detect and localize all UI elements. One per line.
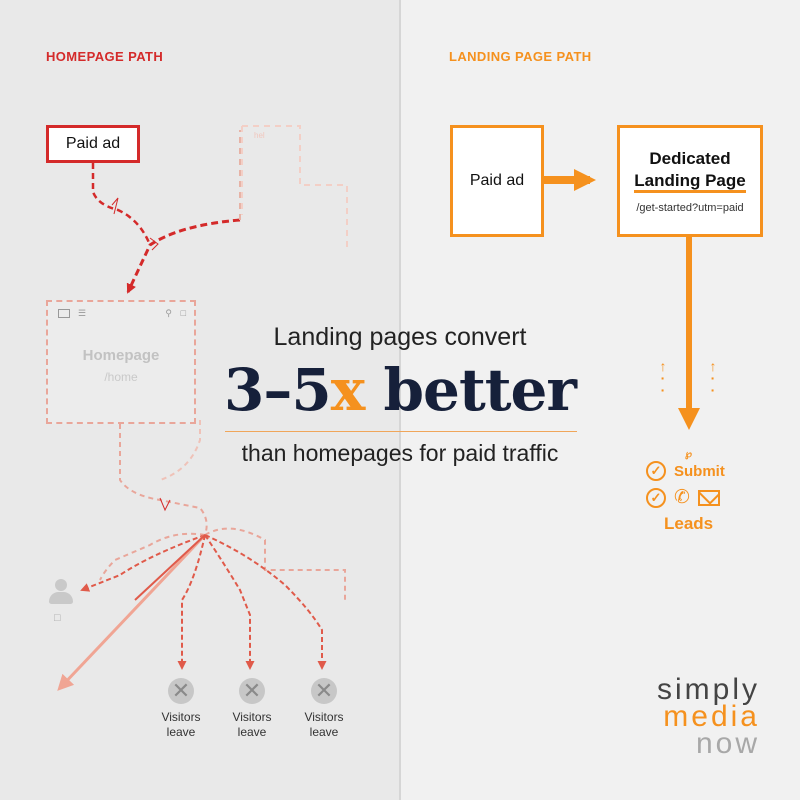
- bag-icon: □: [180, 308, 186, 318]
- submit-label: Submit: [674, 462, 725, 480]
- check-icon: ✓: [646, 487, 666, 508]
- user-icon: [46, 575, 76, 609]
- visitors-leave-3: ✕ Visitors leave: [294, 678, 354, 740]
- x-icon: ✕: [239, 678, 265, 704]
- panel-divider: [399, 0, 401, 800]
- headline-line3: than homepages for paid traffic: [241, 440, 559, 466]
- check-icon: ✓: [646, 461, 666, 481]
- sparkle-icon: ↑··: [659, 358, 667, 398]
- ad-to-homepage-connector: [91, 163, 152, 246]
- phone-icon: ✆: [674, 487, 690, 508]
- exit-arrow: [57, 533, 207, 691]
- landing-page-url: /get-started?utm=paid: [636, 202, 744, 214]
- headline-line1: Landing pages convert: [273, 323, 527, 351]
- homepage-url: /home: [104, 370, 138, 384]
- headline-rule: [225, 431, 577, 432]
- landing-page-box: Dedicated Landing Page /get-started?utm=…: [617, 125, 763, 237]
- headline-ratio: 3–5: [223, 356, 332, 424]
- landing-page-title: Dedicated Landing Page: [634, 148, 746, 193]
- paid-ad-label: Paid ad: [65, 135, 121, 152]
- visitors-leave-2: ✕ Visitors leave: [222, 678, 282, 740]
- homepage-path-title: HOMEPAGE PATH: [46, 49, 164, 64]
- brand-logo-simply: simply: [656, 673, 760, 706]
- visitors-leave-label: Visitors leave: [232, 710, 272, 739]
- mail-icon: [697, 489, 720, 506]
- submit-row: ✓ Submit: [646, 461, 725, 481]
- visitors-leave-1: ✕ Visitors leave: [151, 678, 211, 740]
- x-icon: ✕: [311, 678, 337, 704]
- leads-label: Leads: [664, 514, 714, 533]
- bounce-path: [119, 424, 208, 536]
- x-icon: ✕: [168, 678, 194, 704]
- homepage-title: Homepage: [82, 347, 160, 364]
- menu-icon: ☰: [78, 308, 87, 318]
- paid-ad-label: Paid ad: [469, 172, 525, 189]
- brand-logo-now: now: [695, 727, 760, 760]
- homepage-topbar: ☰ ⚲ □: [56, 308, 186, 320]
- headline-main: 3–5x better: [0, 356, 800, 424]
- headline-multiplier: x: [330, 356, 366, 424]
- brand-logo-media: media: [663, 700, 760, 733]
- lead-icons-row: ✓ ✆: [646, 486, 720, 509]
- sparkle-icon: ↑··: [709, 358, 717, 398]
- pencil-icon: ℘: [685, 449, 692, 460]
- ghost-path: [242, 125, 348, 250]
- logo-icon: [58, 309, 70, 318]
- headline-better: better: [364, 356, 577, 424]
- paid-ad-box-right: Paid ad: [450, 125, 544, 237]
- visitors-leave-label: Visitors leave: [304, 710, 344, 739]
- homepage-box: ☰ ⚲ □ Homepage /home: [46, 300, 196, 424]
- bookmark-icon: □: [54, 612, 61, 624]
- ghost-label: hel: [254, 131, 265, 140]
- search-icon: ⚲: [165, 308, 172, 318]
- landing-title-line2: Landing Page: [634, 171, 746, 193]
- visitors-leave-label: Visitors leave: [161, 710, 201, 739]
- landing-page-path-title: LANDING PAGE PATH: [449, 49, 592, 64]
- paid-ad-box-left: Paid ad: [46, 125, 140, 163]
- landing-title-line1: Dedicated: [649, 149, 731, 168]
